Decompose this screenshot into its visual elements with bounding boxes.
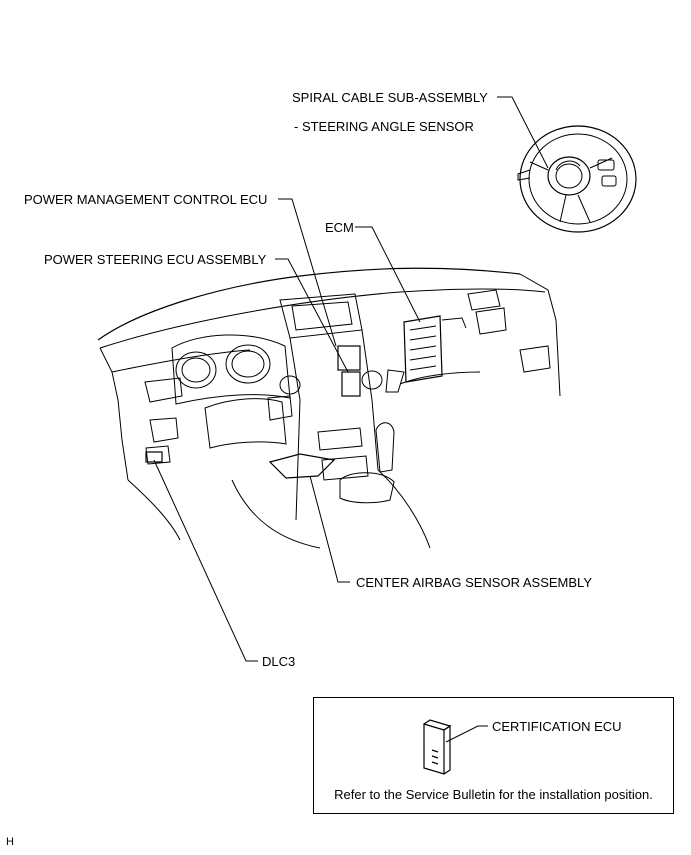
installation-note: Refer to the Service Bulletin for the in…	[334, 787, 653, 802]
label-spiral-cable: SPIRAL CABLE SUB-ASSEMBLY	[292, 90, 488, 105]
dashboard-drawing	[97, 267, 561, 549]
label-power-management-ecu: POWER MANAGEMENT CONTROL ECU	[24, 192, 268, 207]
label-power-steering-ecu: POWER STEERING ECU ASSEMBLY	[44, 252, 267, 267]
label-certification-ecu: CERTIFICATION ECU	[492, 719, 622, 734]
figure-code: H	[6, 836, 14, 848]
steering-wheel-drawing	[517, 125, 637, 233]
label-ecm: ECM	[325, 220, 354, 235]
label-center-airbag-sensor: CENTER AIRBAG SENSOR ASSEMBLY	[356, 575, 592, 590]
label-steering-angle-sensor: - STEERING ANGLE SENSOR	[294, 119, 474, 134]
label-dlc3: DLC3	[262, 654, 296, 669]
certification-ecu-drawing	[423, 719, 452, 775]
certification-ecu-box: CERTIFICATION ECU Refer to the Service B…	[313, 697, 674, 814]
ecu-components	[145, 315, 467, 479]
leader-lines	[153, 96, 549, 743]
